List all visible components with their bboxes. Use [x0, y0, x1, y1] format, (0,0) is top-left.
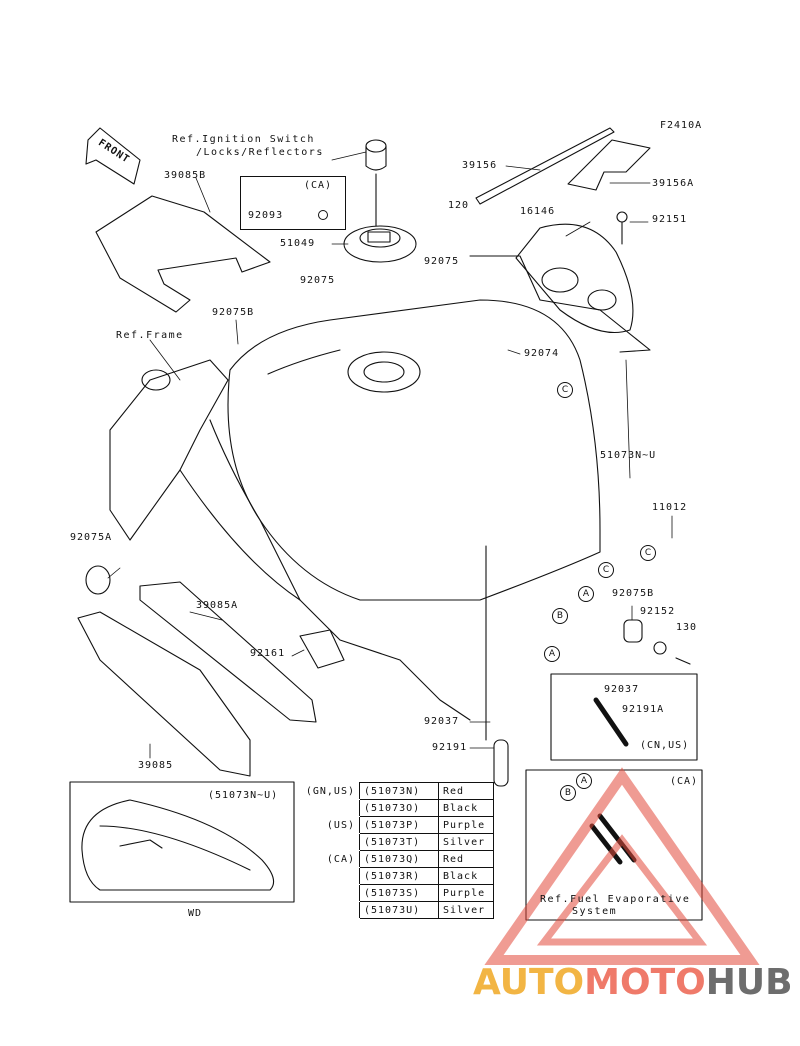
- label-92037-inset: 92037: [604, 684, 640, 695]
- label-92075b-right: 92075B: [612, 588, 655, 599]
- circle-c-3: C: [598, 562, 614, 578]
- pad-39085a: [139, 581, 317, 723]
- circle-a-3: A: [576, 773, 592, 789]
- watermark-part2: MOTO: [584, 962, 706, 1003]
- label-92191a-inset: 92191A: [622, 704, 665, 715]
- inset-cn-us: [550, 673, 698, 761]
- ca-box-label: (CA): [304, 180, 333, 191]
- tank-wd-outline: [81, 799, 275, 891]
- table-row: (US)(51073P)Purple: [296, 816, 494, 834]
- inset-wd: [69, 781, 295, 903]
- ref-ignition-label: Ref.Ignition Switch: [172, 134, 315, 145]
- label-92075b-top: 92075B: [212, 307, 255, 318]
- label-92152: 92152: [640, 606, 676, 617]
- label-92075-a: 92075: [424, 256, 460, 267]
- hose-92191: [493, 739, 509, 787]
- table-row: (51073U)Silver: [296, 901, 494, 919]
- circle-b-1: B: [552, 608, 568, 624]
- ref-fuel-label: Ref.Fuel Evaporative: [540, 894, 691, 905]
- color-variant-table: (GN,US)(51073N)Red (51073O)Black (US)(51…: [296, 782, 494, 919]
- bolt-92151: [616, 211, 628, 223]
- bolt-130: [675, 657, 691, 665]
- damper-92075b: [623, 619, 643, 643]
- circle-a-1: A: [578, 586, 594, 602]
- label-92075-b: 92075: [300, 275, 336, 286]
- wd-note-label: (51073N~U): [208, 790, 279, 801]
- inset-ca: [525, 769, 703, 921]
- label-92074: 92074: [524, 348, 560, 359]
- label-39156a: 39156A: [652, 178, 695, 189]
- table-row: (51073R)Black: [296, 867, 494, 885]
- ref-frame-label: Ref.Frame: [116, 330, 184, 341]
- label-92151: 92151: [652, 214, 688, 225]
- label-92037-main: 92037: [424, 716, 460, 727]
- figure-code: F2410A: [660, 120, 703, 131]
- bumper-92075a: [85, 565, 111, 595]
- label-39085a: 39085A: [196, 600, 239, 611]
- label-120: 120: [448, 200, 470, 211]
- table-row: (CA)(51073Q)Red: [296, 850, 494, 868]
- fuel-tank-body: [227, 299, 601, 601]
- label-39156: 39156: [462, 160, 498, 171]
- nut-92093-icon: [318, 210, 328, 220]
- circle-c-2: C: [640, 545, 656, 561]
- ignition-cap: [365, 139, 387, 153]
- pad-39156a: [567, 139, 651, 191]
- table-row: (51073S)Purple: [296, 884, 494, 902]
- washer-92152: [653, 641, 667, 655]
- damper-92161: [299, 629, 345, 669]
- strip-39156: [475, 127, 615, 205]
- front-arrow-icon: [85, 127, 141, 185]
- label-16146: 16146: [520, 206, 556, 217]
- pad-39085b: [95, 195, 271, 313]
- fuel-cap-51049: [343, 225, 417, 263]
- label-51049: 51049: [280, 238, 316, 249]
- watermark-text: AUTOMOTOHUB: [473, 962, 793, 1003]
- label-39085: 39085: [138, 760, 174, 771]
- label-92161: 92161: [250, 648, 286, 659]
- watermark-part1: AUTO: [473, 962, 585, 1003]
- watermark-part3: HUB: [705, 962, 793, 1003]
- pad-39085: [77, 611, 251, 777]
- circle-b-2: B: [560, 785, 576, 801]
- circle-c-1: C: [557, 382, 573, 398]
- frame: [109, 359, 229, 541]
- label-11012: 11012: [652, 502, 688, 513]
- ca-inset-label: (CA): [670, 776, 699, 787]
- wd-label: WD: [188, 908, 203, 919]
- label-92075a: 92075A: [70, 532, 113, 543]
- ref-fuel-label-2: System: [572, 906, 618, 917]
- ca-box: [240, 176, 346, 230]
- label-39085b: 39085B: [164, 170, 207, 181]
- ref-locks-label: /Locks/Reflectors: [196, 147, 324, 158]
- label-92191-main: 92191: [432, 742, 468, 753]
- label-92093: 92093: [248, 210, 284, 221]
- table-row: (51073T)Silver: [296, 833, 494, 851]
- table-row: (51073O)Black: [296, 799, 494, 817]
- cn-us-label: (CN,US): [640, 740, 690, 751]
- meter-cover-16146: [515, 223, 634, 334]
- watermark-logo: [484, 767, 760, 965]
- circle-a-2: A: [544, 646, 560, 662]
- label-51073nu: 51073N~U: [600, 450, 657, 461]
- table-row: (GN,US)(51073N)Red: [296, 782, 494, 800]
- label-130: 130: [676, 622, 698, 633]
